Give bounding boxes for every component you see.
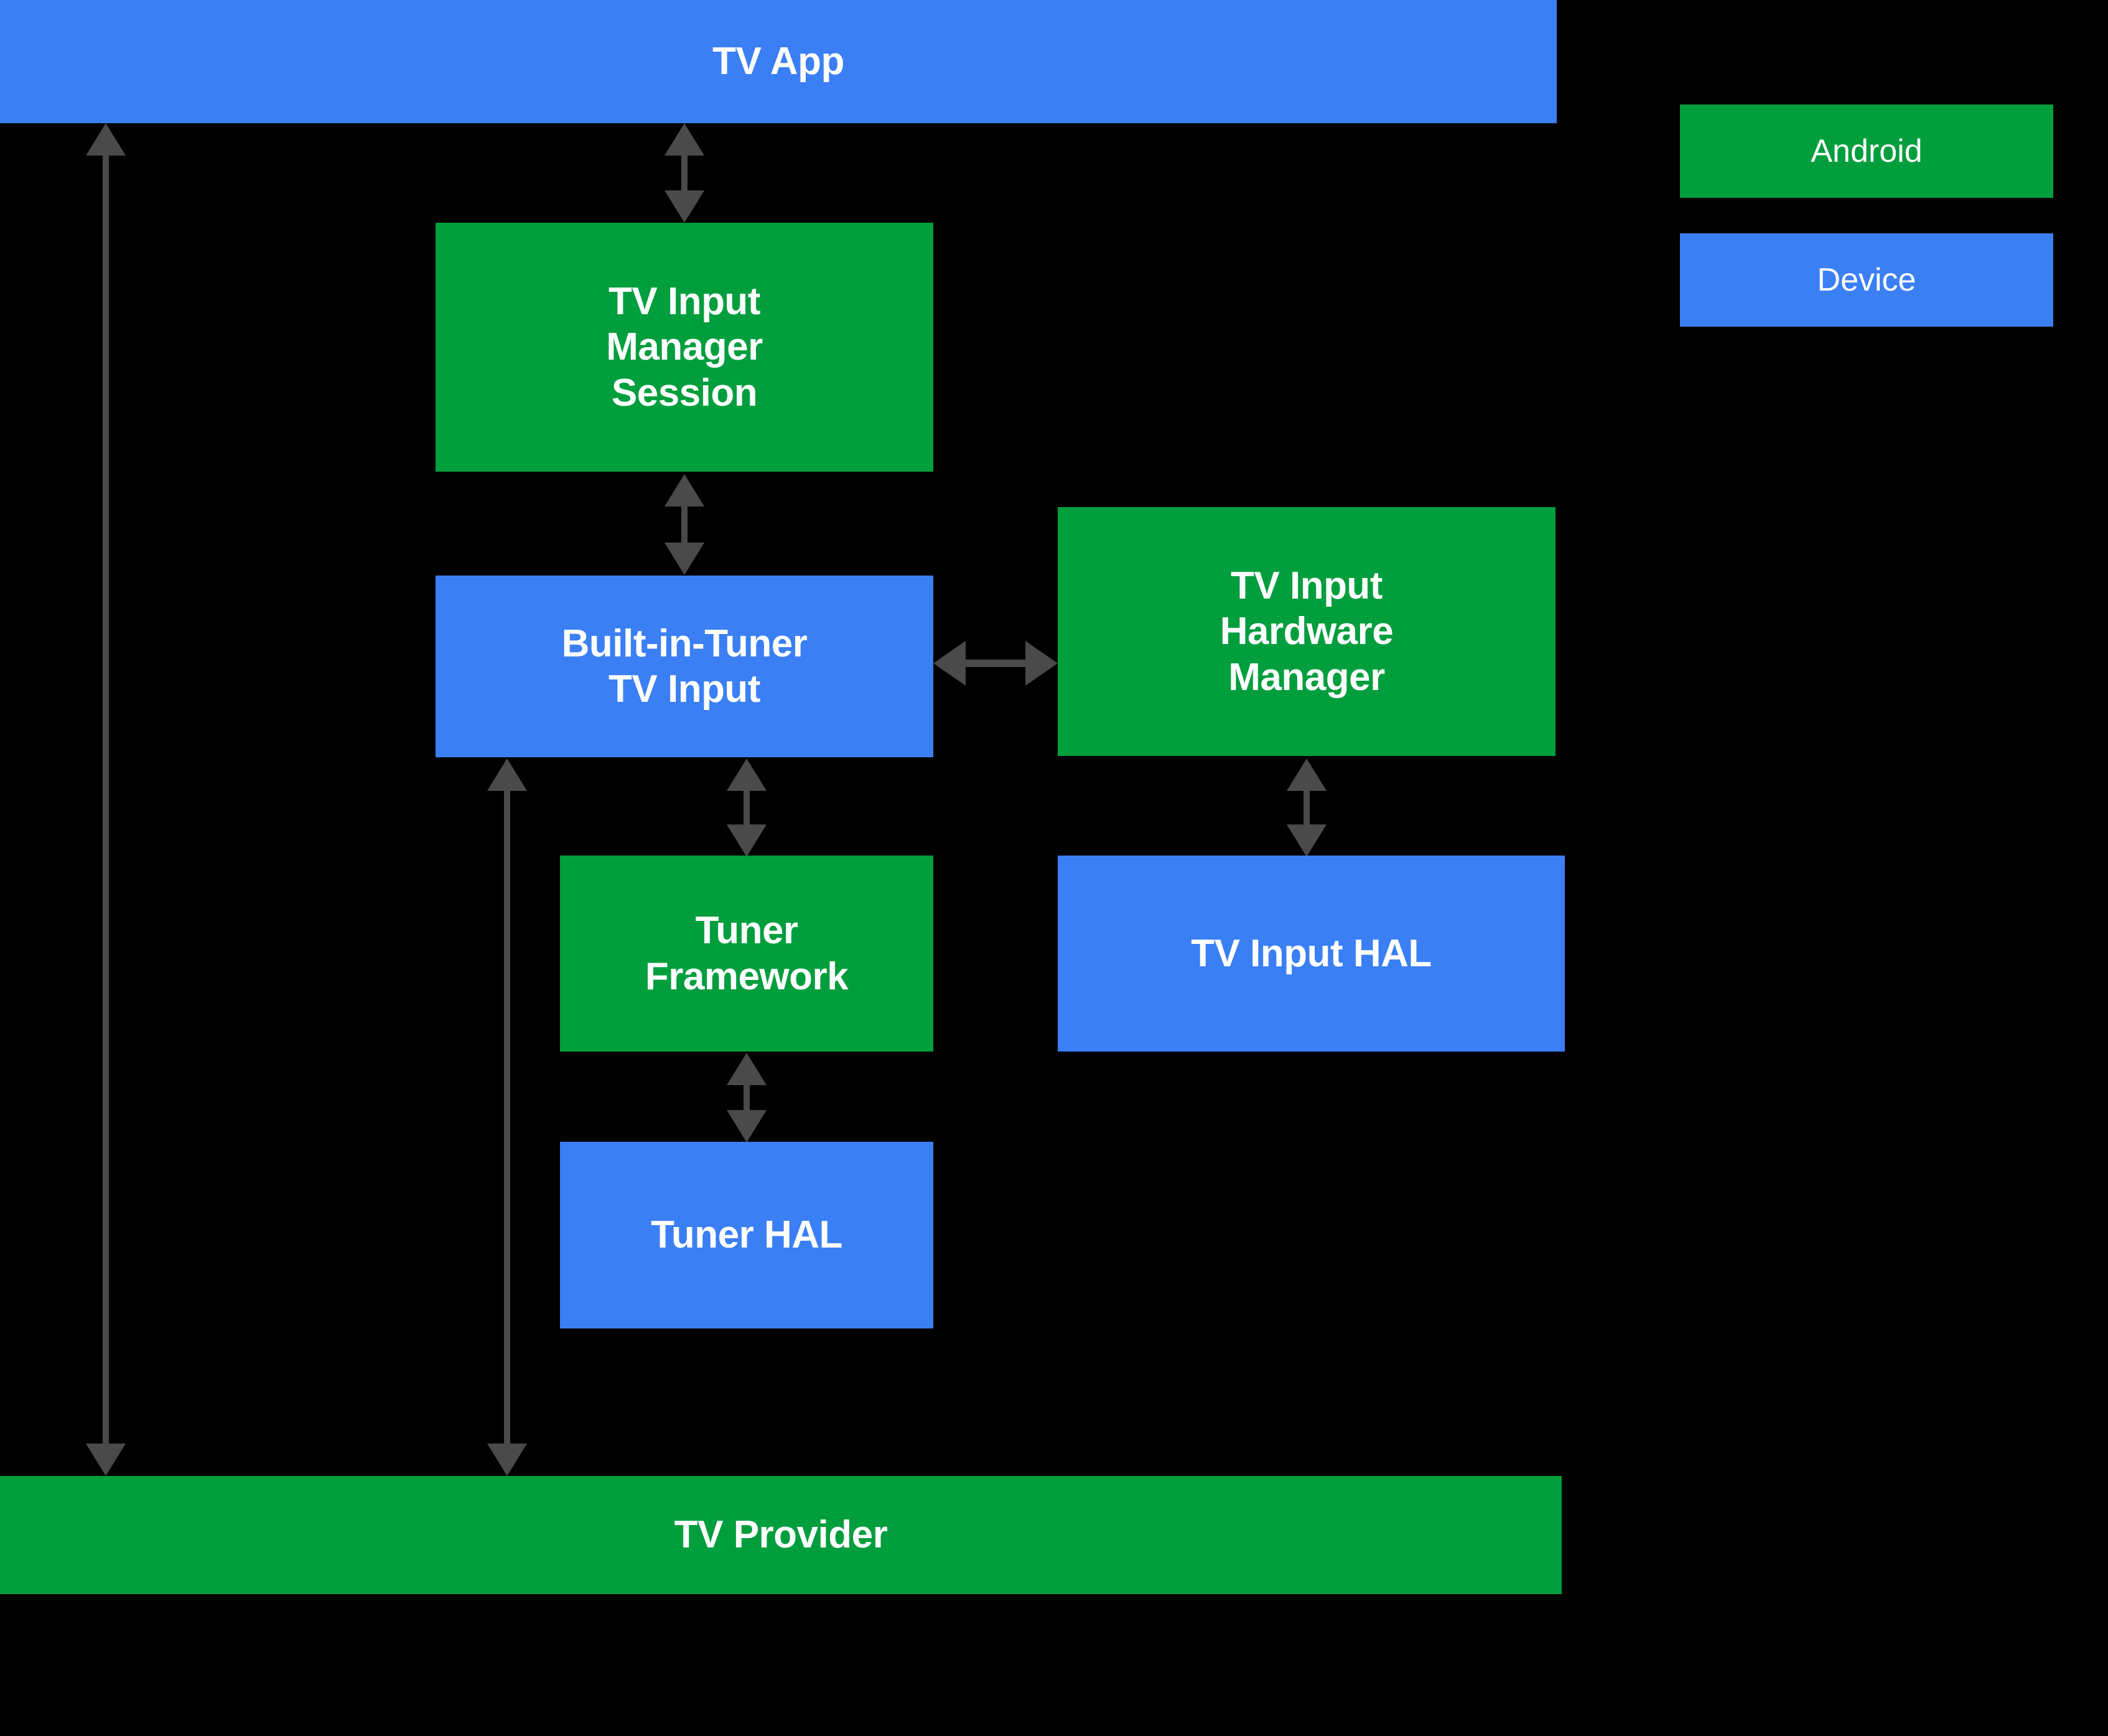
- arrowhead-up: [1287, 758, 1327, 791]
- arrowhead-up: [727, 1053, 767, 1085]
- block-tuner-framework[interactable]: Tuner Framework: [560, 856, 933, 1052]
- arrowhead-down: [1287, 824, 1327, 857]
- connector-line: [1304, 790, 1310, 827]
- legend-item-device: Device: [1680, 233, 2053, 327]
- connector-line: [681, 505, 688, 543]
- block-tv-input-hardware-manager[interactable]: TV Input Hardware Manager: [1058, 507, 1555, 756]
- arrowhead-right: [1025, 641, 1058, 686]
- arrowhead-down: [665, 190, 704, 223]
- connector-line: [964, 660, 1027, 667]
- block-tv-input-hal[interactable]: TV Input HAL: [1058, 856, 1565, 1052]
- legend-item-android: Android: [1680, 105, 2053, 198]
- connector-line: [744, 1084, 750, 1113]
- arrowhead-down: [727, 1110, 767, 1142]
- arrowhead-down: [86, 1444, 126, 1476]
- arrowhead-up: [665, 123, 704, 156]
- block-tv-input-manager-session[interactable]: TV Input Manager Session: [436, 223, 933, 472]
- connector-line: [504, 790, 510, 1446]
- block-tv-app[interactable]: TV App: [0, 0, 1557, 123]
- arrowhead-up: [665, 474, 704, 506]
- arrowhead-down: [487, 1444, 527, 1476]
- block-tv-provider[interactable]: TV Provider: [0, 1476, 1562, 1594]
- arrowhead-down: [665, 543, 704, 575]
- legend: Android Device: [1680, 105, 2053, 327]
- connector-line: [744, 790, 750, 827]
- arrowhead-up: [487, 758, 527, 791]
- arrowhead-left: [933, 641, 966, 686]
- arrowhead-up: [86, 123, 126, 156]
- connector-line: [681, 154, 688, 192]
- connector-line: [103, 154, 109, 1461]
- block-builtin-tuner-tv-input[interactable]: Built-in-Tuner TV Input: [436, 576, 933, 757]
- arrowhead-up: [727, 758, 767, 791]
- block-tuner-hal[interactable]: Tuner HAL: [560, 1142, 933, 1328]
- arrowhead-down: [727, 824, 767, 857]
